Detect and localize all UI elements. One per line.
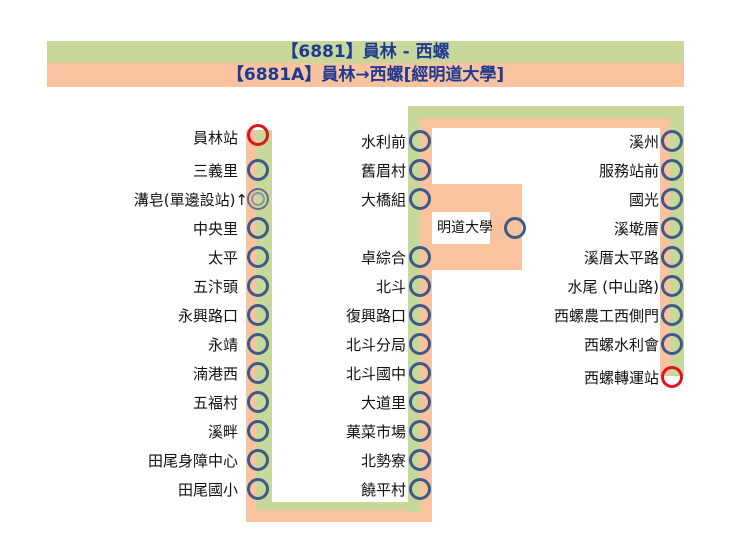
- stop-marker[interactable]: [247, 333, 269, 355]
- stop-marker[interactable]: [409, 420, 431, 442]
- stop-label: 員林站: [192, 129, 238, 147]
- stop-label: 卓綜合: [360, 249, 406, 267]
- stop-label: 溪州: [628, 133, 659, 151]
- stop-marker[interactable]: [247, 449, 269, 471]
- stop-label: 北斗國中: [345, 365, 406, 383]
- branch-stop-label: 明道大學: [437, 220, 493, 236]
- stop-marker[interactable]: [247, 188, 269, 210]
- top-connector-orange: [420, 118, 670, 128]
- stop-marker[interactable]: [661, 188, 683, 210]
- top-connector-green: [408, 106, 684, 118]
- stop-label: 舊眉村: [360, 162, 406, 180]
- stop-marker[interactable]: [247, 217, 269, 239]
- stop-marker[interactable]: [661, 366, 683, 388]
- stop-label: 復興路口: [345, 307, 406, 325]
- stop-marker[interactable]: [409, 159, 431, 181]
- stop-label: 三義里: [192, 162, 238, 180]
- stop-label: 溪畔: [207, 423, 238, 441]
- mingdao-branch-inner: [432, 212, 490, 244]
- stop-label: 西螺水利會: [583, 336, 659, 354]
- stop-label: 溝皂(單邊設站)↑: [133, 191, 248, 209]
- stop-marker[interactable]: [409, 391, 431, 413]
- stop-marker[interactable]: [661, 246, 683, 268]
- stop-marker[interactable]: [247, 362, 269, 384]
- stop-marker[interactable]: [409, 130, 431, 152]
- route-title-6881: 【6881】員林 - 西螺: [47, 41, 684, 63]
- stop-label: 服務站前: [598, 162, 659, 180]
- stop-marker[interactable]: [409, 188, 431, 210]
- stop-marker[interactable]: [661, 275, 683, 297]
- stop-label: 湳港西: [192, 365, 238, 383]
- stop-label: 西螺轉運站: [583, 369, 659, 387]
- stop-marker[interactable]: [247, 304, 269, 326]
- stop-marker[interactable]: [247, 420, 269, 442]
- stop-label: 北斗: [375, 278, 406, 296]
- stop-label: 西螺農工西側門: [553, 307, 659, 325]
- stop-label: 永興路口: [177, 307, 238, 325]
- stop-marker[interactable]: [247, 391, 269, 413]
- stop-label: 國光: [628, 191, 659, 209]
- bottom-connector-orange: [246, 510, 432, 522]
- stop-label: 五福村: [192, 394, 238, 412]
- stop-marker[interactable]: [247, 124, 269, 146]
- bottom-connector-green: [256, 502, 432, 512]
- stop-label: 田尾國小: [177, 481, 238, 499]
- stop-marker[interactable]: [409, 246, 431, 268]
- stop-label: 水尾 (中山路): [567, 278, 659, 296]
- stop-marker[interactable]: [661, 159, 683, 181]
- stop-marker[interactable]: [661, 304, 683, 326]
- stop-marker[interactable]: [247, 478, 269, 500]
- stop-marker[interactable]: [247, 246, 269, 268]
- stop-marker[interactable]: [409, 449, 431, 471]
- stop-label: 溪墘厝: [613, 220, 659, 238]
- stop-label: 溪厝太平路: [583, 249, 659, 267]
- stop-label: 太平: [207, 249, 238, 267]
- stop-marker[interactable]: [409, 478, 431, 500]
- stop-marker[interactable]: [409, 333, 431, 355]
- stop-label: 北斗分局: [345, 336, 406, 354]
- stop-marker[interactable]: [661, 130, 683, 152]
- stop-marker[interactable]: [409, 275, 431, 297]
- stop-marker[interactable]: [247, 275, 269, 297]
- stop-label: 大橋組: [360, 191, 406, 209]
- stop-marker[interactable]: [409, 362, 431, 384]
- branch-stop-marker[interactable]: [504, 217, 526, 239]
- stop-label: 饒平村: [360, 481, 406, 499]
- stop-label: 五汴頭: [192, 278, 238, 296]
- stop-label: 大道里: [360, 394, 406, 412]
- stop-label: 中央里: [192, 220, 238, 238]
- stop-label: 菓菜市場: [345, 423, 406, 441]
- stop-marker[interactable]: [247, 159, 269, 181]
- stop-marker[interactable]: [661, 217, 683, 239]
- stop-label: 水利前: [360, 133, 406, 151]
- route-title-6881a: 【6881A】員林→西螺[經明道大學]: [47, 63, 684, 87]
- stop-label: 田尾身障中心: [147, 452, 238, 470]
- left-column-band-orange: [246, 130, 256, 522]
- stop-marker[interactable]: [661, 333, 683, 355]
- stop-label: 北勢寮: [360, 452, 406, 470]
- stop-label: 永靖: [207, 336, 238, 354]
- stop-marker[interactable]: [409, 304, 431, 326]
